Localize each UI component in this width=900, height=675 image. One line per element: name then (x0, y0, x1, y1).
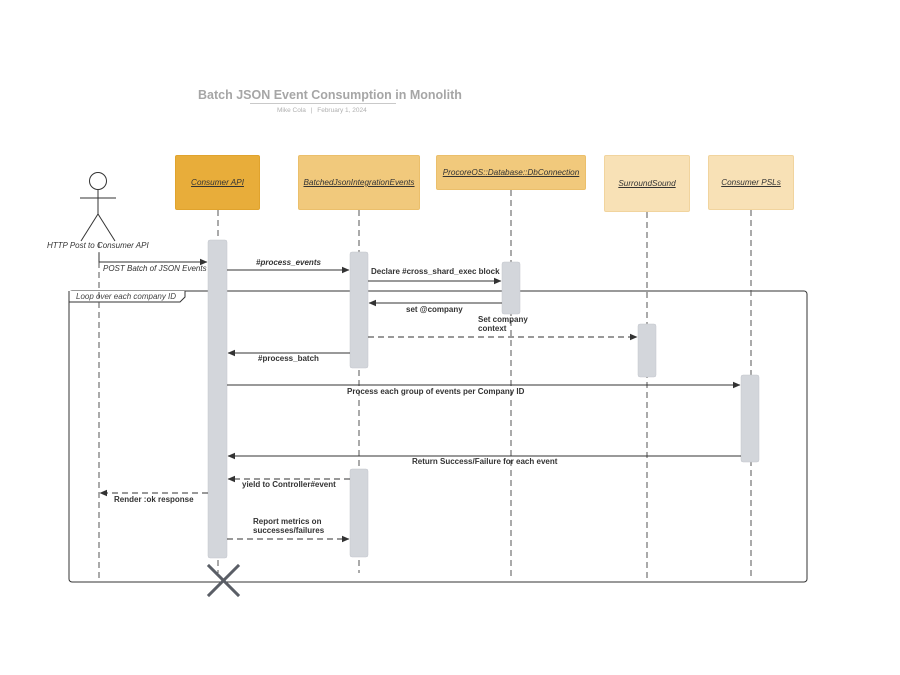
participant-consumer-api[interactable]: Consumer API (175, 155, 260, 210)
http-post-arrow (98, 253, 208, 266)
participant-db-connection[interactable]: ProcoreOS::Database::DbConnection (436, 155, 586, 190)
db-connection-activation (501, 261, 521, 315)
participant-label: Consumer API (191, 178, 244, 187)
title-divider (250, 103, 396, 104)
destroy-x-icon (206, 563, 241, 598)
yield-controller-label: yield to Controller#event (242, 480, 336, 489)
participant-consumer-psls[interactable]: Consumer PSLs (708, 155, 794, 210)
consumer-psls-activation (740, 374, 760, 463)
participant-label: BatchedJsonIntegrationEvents (303, 178, 415, 187)
process-batch-label: #process_batch (258, 354, 319, 363)
diagram-title: Batch JSON Event Consumption in Monolith (198, 88, 462, 102)
participant-label: SurroundSound (618, 179, 676, 188)
loop-label: Loop over each company ID (76, 292, 177, 301)
declare-block-label: Declare #cross_shard_exec block (371, 267, 500, 276)
post-batch-label: POST Batch of JSON Events (103, 264, 207, 273)
report-metrics-label-line1: Report metrics on (253, 517, 322, 526)
set-context-label-line1: Set company (478, 315, 528, 324)
set-context-label-line2: context (478, 324, 507, 333)
loop-frame (68, 290, 808, 583)
http-post-label: HTTP Post to Consumer API (47, 241, 149, 250)
return-status-label: Return Success/Failure for each event (412, 457, 558, 466)
participant-surround-sound[interactable]: SurroundSound (604, 155, 690, 212)
consumer-api-activation (207, 239, 228, 559)
participant-label: ProcoreOS::Database::DbConnection (442, 168, 580, 177)
byline-separator: | (310, 107, 313, 114)
batched-json-activation-2 (349, 468, 369, 558)
participant-label: Consumer PSLs (721, 178, 781, 187)
user-actor-icon (80, 172, 116, 242)
surround-sound-activation (637, 323, 657, 378)
render-ok-label: Render :ok response (114, 495, 194, 504)
report-metrics-label-line2: successes/failures (253, 526, 325, 535)
participant-batched-json-integration-events[interactable]: BatchedJsonIntegrationEvents (298, 155, 420, 210)
diagram-byline: Mike Cola | February 1, 2024 (277, 107, 367, 114)
diagram-date: February 1, 2024 (317, 107, 367, 114)
batched-json-activation-1 (349, 251, 369, 369)
author-name: Mike Cola (277, 107, 306, 114)
process-group-label: Process each group of events per Company… (347, 387, 525, 396)
set-company-label: set @company (406, 305, 463, 314)
process-events-label: #process_events (256, 258, 321, 267)
